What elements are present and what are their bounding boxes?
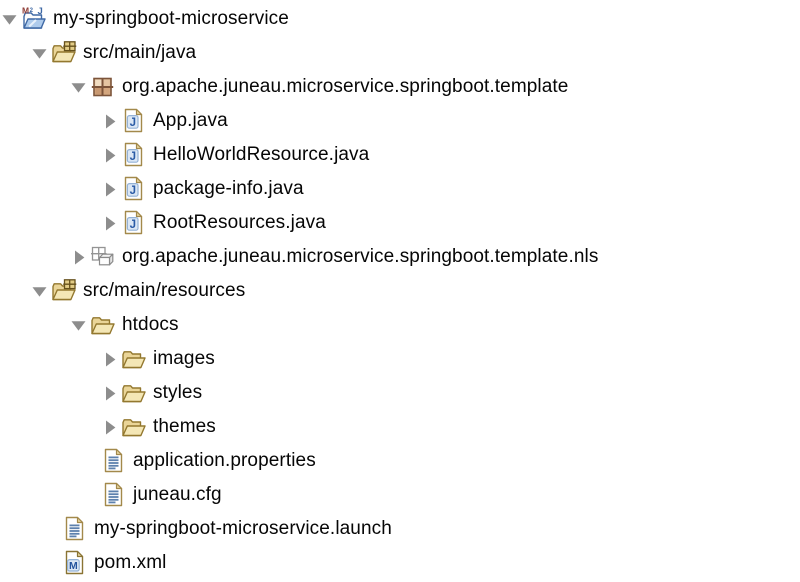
tree-item-package-template[interactable]: org.apache.juneau.microservice.springboo… [0, 70, 800, 104]
tree-item-label: src/main/java [83, 42, 197, 63]
text-file-icon [62, 516, 88, 542]
expand-arrow-icon[interactable] [102, 386, 117, 401]
tree-item-app-java[interactable]: J App.java [0, 104, 800, 138]
package-empty-icon [90, 244, 116, 270]
maven-pom-icon: M [62, 550, 88, 576]
tree-item-htdocs[interactable]: htdocs [0, 308, 800, 342]
tree-item-label: images [153, 348, 215, 369]
folder-icon [90, 312, 116, 338]
package-icon [90, 74, 116, 100]
svg-text:J: J [130, 185, 136, 197]
tree-item-label: pom.xml [94, 552, 167, 573]
tree-item-label: my-springboot-microservice.launch [94, 518, 392, 539]
java-file-icon: J [121, 142, 147, 168]
collapse-arrow-icon[interactable] [32, 46, 47, 61]
tree-item-label: package-info.java [153, 178, 304, 199]
tree-item-label: src/main/resources [83, 280, 246, 301]
java-file-icon: J [121, 210, 147, 236]
tree-item-styles[interactable]: styles [0, 376, 800, 410]
tree-item-application-properties[interactable]: application.properties [0, 444, 800, 478]
collapse-arrow-icon[interactable] [71, 80, 86, 95]
text-file-icon [101, 482, 127, 508]
folder-icon [121, 346, 147, 372]
expand-arrow-icon[interactable] [102, 216, 117, 231]
collapse-arrow-icon[interactable] [32, 284, 47, 299]
svg-text:J: J [130, 117, 136, 129]
tree-item-label: htdocs [122, 314, 179, 335]
svg-text:M: M [69, 560, 78, 572]
tree-item-my-springboot-microservice-launch[interactable]: my-springboot-microservice.launch [0, 512, 800, 546]
expander-spacer [32, 556, 58, 571]
tree-item-helloworldresource-java[interactable]: J HelloWorldResource.java [0, 138, 800, 172]
svg-text:2: 2 [30, 8, 34, 14]
expand-arrow-icon[interactable] [102, 352, 117, 367]
folder-icon [121, 414, 147, 440]
java-file-icon: J [121, 176, 147, 202]
tree-item-src-main-resources[interactable]: src/main/resources [0, 274, 800, 308]
tree-item-label: application.properties [133, 450, 316, 471]
collapse-arrow-icon[interactable] [2, 12, 17, 27]
tree-item-src-main-java[interactable]: src/main/java [0, 36, 800, 70]
svg-text:J: J [38, 6, 43, 17]
text-file-icon [101, 448, 127, 474]
svg-text:J: J [130, 151, 136, 163]
collapse-arrow-icon[interactable] [71, 318, 86, 333]
svg-text:J: J [130, 219, 136, 231]
tree-item-rootresources-java[interactable]: J RootResources.java [0, 206, 800, 240]
tree-item-label: org.apache.juneau.microservice.springboo… [122, 246, 599, 267]
expand-arrow-icon[interactable] [71, 250, 86, 265]
tree-item-label: themes [153, 416, 216, 437]
svg-text:M: M [22, 6, 29, 16]
tree-item-label: App.java [153, 110, 228, 131]
tree-item-label: juneau.cfg [133, 484, 222, 505]
source-folder-icon [51, 278, 77, 304]
expander-spacer [32, 522, 58, 537]
tree-item-images[interactable]: images [0, 342, 800, 376]
source-folder-icon [51, 40, 77, 66]
expand-arrow-icon[interactable] [102, 148, 117, 163]
tree-item-label: RootResources.java [153, 212, 326, 233]
tree-item-label: my-springboot-microservice [53, 8, 289, 29]
tree-item-label: styles [153, 382, 203, 403]
tree-item-label: org.apache.juneau.microservice.springboo… [122, 76, 569, 97]
expand-arrow-icon[interactable] [102, 182, 117, 197]
expand-arrow-icon[interactable] [102, 420, 117, 435]
expand-arrow-icon[interactable] [102, 114, 117, 129]
folder-icon [121, 380, 147, 406]
expander-spacer [71, 454, 97, 469]
tree-item-themes[interactable]: themes [0, 410, 800, 444]
java-file-icon: J [121, 108, 147, 134]
tree-item-package-template-nls[interactable]: org.apache.juneau.microservice.springboo… [0, 240, 800, 274]
expander-spacer [71, 488, 97, 503]
tree-item-label: HelloWorldResource.java [153, 144, 370, 165]
tree-item-juneau-cfg[interactable]: juneau.cfg [0, 478, 800, 512]
